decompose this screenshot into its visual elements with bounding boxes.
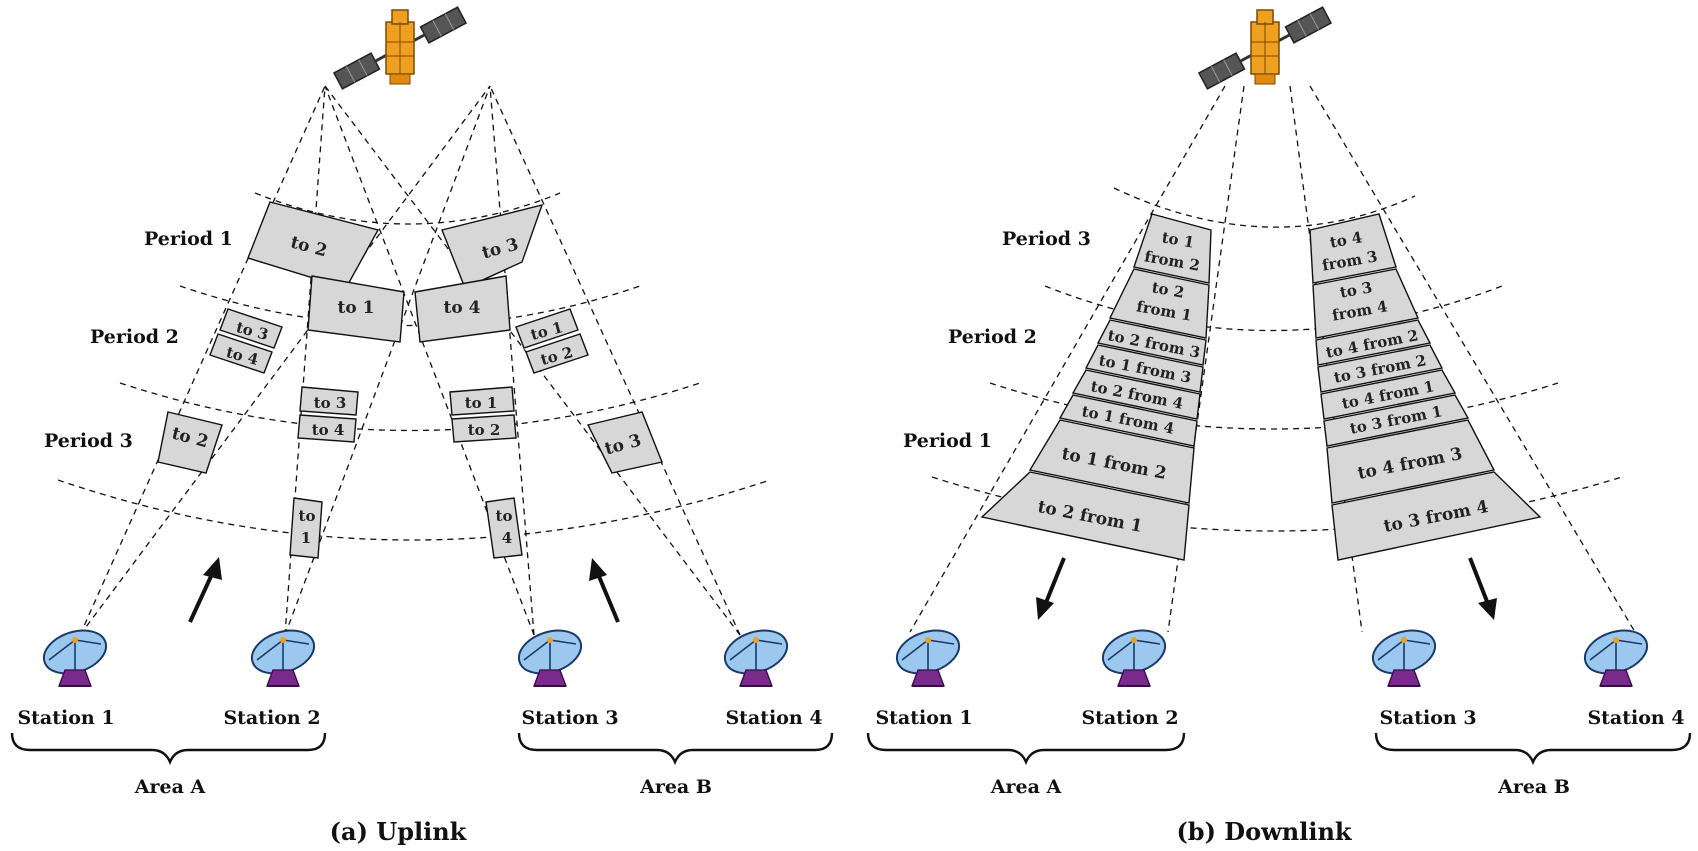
period-label: Period 3 <box>1002 228 1091 250</box>
packet <box>1028 419 1195 504</box>
uplink-arrows <box>188 557 620 623</box>
packet-label: to <box>299 507 316 525</box>
packet-label: to 1 <box>1160 228 1195 251</box>
packet <box>1133 213 1212 284</box>
packet <box>1331 471 1542 561</box>
period-label: Period 1 <box>903 430 992 452</box>
dish-antenna-icon <box>1366 622 1442 687</box>
station-label: Station 3 <box>521 707 618 729</box>
packet <box>1096 319 1207 366</box>
packet <box>289 497 323 559</box>
packet <box>1320 369 1457 420</box>
satellite-icon <box>332 5 468 91</box>
station-label: Station 1 <box>875 707 972 729</box>
packet-label: to <box>496 507 513 525</box>
packet <box>299 386 359 416</box>
packet <box>307 275 405 343</box>
area-label: Area A <box>134 776 206 798</box>
dish-antenna-icon <box>512 622 588 687</box>
packet-label: to 2 <box>468 421 501 439</box>
packet <box>157 411 223 474</box>
packet <box>1315 319 1432 366</box>
packet <box>414 275 511 343</box>
packet-label: to 2 <box>1150 278 1185 301</box>
packet-label: to 3 <box>314 394 347 412</box>
downlink-beams <box>909 85 1636 633</box>
uplink-panel: to 2 to 3 to 1 to 4 to 3 to 4 to 1 to 2 … <box>10 5 834 846</box>
period-label: Period 1 <box>144 228 233 250</box>
station-label: Station 2 <box>1081 707 1178 729</box>
packet <box>1058 394 1198 447</box>
packet <box>209 333 273 374</box>
packet <box>586 411 663 474</box>
area-label: Area B <box>1497 776 1570 798</box>
station-label: Station 4 <box>1587 707 1684 729</box>
downlink-arrows <box>1036 557 1497 620</box>
station-label: Station 4 <box>725 707 822 729</box>
dish-antenna-icon <box>718 622 794 687</box>
packet-label: 4 <box>502 529 512 547</box>
dish-antenna-icon <box>890 622 966 687</box>
packet-label: 1 <box>301 529 311 547</box>
packet <box>1084 344 1204 393</box>
packet <box>1108 268 1210 339</box>
uplink-beams <box>79 85 741 636</box>
packet-label: to 1 <box>465 394 498 412</box>
packet <box>1309 213 1397 284</box>
station-label: Station 1 <box>17 707 114 729</box>
packet <box>1326 419 1496 504</box>
packet <box>219 308 283 349</box>
dish-antenna-icon <box>1578 622 1654 687</box>
packet <box>1312 268 1419 339</box>
station-label: Station 2 <box>223 707 320 729</box>
packet <box>441 204 544 289</box>
packet-label: to 4 <box>444 298 481 318</box>
area-label: Area A <box>990 776 1062 798</box>
satellite-icon <box>1197 5 1333 91</box>
packet <box>515 308 579 349</box>
uplink-packets: to 2 to 3 to 1 to 4 to 3 to 4 to 1 to 2 … <box>157 201 663 559</box>
area-brace <box>517 732 834 766</box>
packet <box>980 471 1190 561</box>
dish-antenna-icon <box>1096 622 1172 687</box>
packet <box>1323 394 1470 447</box>
dish-antenna-icon <box>245 622 321 687</box>
downlink-right-beam: to 4 from 3 to 3 from 4 to 4 from 2 to 3… <box>1309 213 1542 561</box>
packet <box>449 386 515 416</box>
period-label: Period 2 <box>90 326 179 348</box>
packet-label: to 1 <box>338 298 375 318</box>
area-brace <box>1374 732 1692 766</box>
packet <box>1071 369 1201 420</box>
packet-label: to 3 <box>1338 278 1373 301</box>
area-label: Area B <box>639 776 712 798</box>
period-label: Period 2 <box>948 326 1037 348</box>
period-label: Period 3 <box>44 430 133 452</box>
area-brace <box>866 732 1186 766</box>
packet <box>451 414 517 443</box>
packet-label: to 4 <box>1328 228 1363 251</box>
packet <box>485 497 523 559</box>
packet <box>1317 344 1444 393</box>
uplink-period-arcs <box>57 192 771 541</box>
caption: (a) Uplink <box>330 817 468 846</box>
packet-label: to 4 <box>312 421 345 439</box>
downlink-left-beam: to 1 from 2 to 2 from 1 to 2 from 3 to 1… <box>980 213 1212 561</box>
packet <box>525 333 589 374</box>
station-label: Station 3 <box>1379 707 1476 729</box>
packet <box>297 414 357 443</box>
dish-antenna-icon <box>37 622 113 687</box>
area-brace <box>10 732 327 766</box>
downlink-panel: to 1 from 2 to 2 from 1 to 2 from 3 to 1… <box>866 5 1692 846</box>
caption: (b) Downlink <box>1176 817 1352 846</box>
